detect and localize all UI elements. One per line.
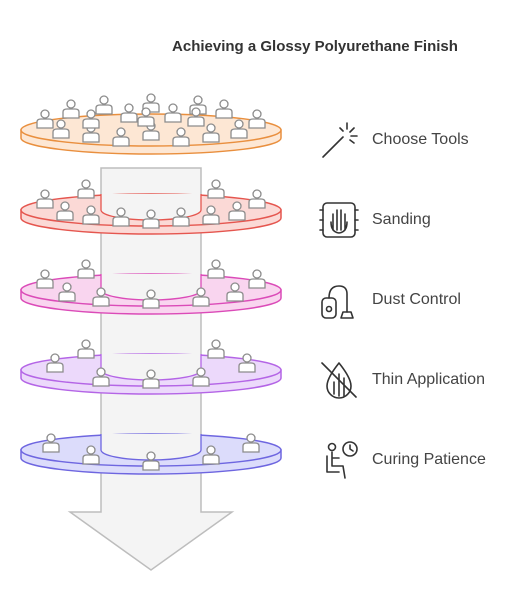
person-icon [120, 103, 138, 123]
step-label: Thin Application [372, 371, 485, 388]
person-icon [56, 201, 74, 221]
person-icon [192, 367, 210, 387]
person-icon [36, 109, 54, 129]
person-icon [202, 123, 220, 143]
step-dust-control: Dust Control [316, 278, 461, 322]
person-icon [95, 95, 113, 115]
person-icon [202, 445, 220, 465]
person-icon [36, 269, 54, 289]
person-icon [58, 282, 76, 302]
person-icon [248, 269, 266, 289]
diagram-title: Achieving a Glossy Polyurethane Finish [172, 38, 458, 55]
person-icon [142, 451, 160, 471]
person-icon [82, 205, 100, 225]
step-label: Dust Control [372, 291, 461, 308]
step-label: Curing Patience [372, 451, 486, 468]
disc-layer [20, 259, 282, 315]
step-label: Choose Tools [372, 131, 469, 148]
person-icon [164, 103, 182, 123]
person-icon [42, 433, 60, 453]
person-icon [52, 119, 70, 139]
step-label: Sanding [372, 211, 431, 228]
person-icon [112, 127, 130, 147]
person-icon [238, 353, 256, 373]
no-drop-icon [316, 358, 362, 402]
person-icon [62, 99, 80, 119]
person-icon [92, 367, 110, 387]
person-icon [192, 287, 210, 307]
person-icon [77, 259, 95, 279]
step-curing-patience: Curing Patience [316, 438, 486, 482]
person-icon [77, 339, 95, 359]
step-sanding: Sanding [316, 198, 431, 242]
person-icon [46, 353, 64, 373]
disc-layer [20, 179, 282, 235]
person-icon [92, 287, 110, 307]
step-thin-application: Thin Application [316, 358, 485, 402]
vacuum-cleaner-icon [316, 278, 362, 322]
person-icon [187, 107, 205, 127]
disc-layer [20, 93, 282, 155]
person-icon [36, 189, 54, 209]
person-icon [207, 259, 225, 279]
step-choose-tools: Choose Tools [316, 118, 469, 162]
magic-wand-icon [316, 118, 362, 162]
disc-layer [20, 433, 282, 475]
person-icon [248, 109, 266, 129]
person-icon [207, 339, 225, 359]
person-icon [228, 201, 246, 221]
person-icon [142, 289, 160, 309]
person-icon [77, 179, 95, 199]
person-icon [137, 107, 155, 127]
person-icon [172, 207, 190, 227]
person-icon [230, 119, 248, 139]
disc-layer [20, 339, 282, 395]
person-icon [202, 205, 220, 225]
person-icon [242, 433, 260, 453]
person-icon [215, 99, 233, 119]
person-icon [248, 189, 266, 209]
person-icon [142, 369, 160, 389]
person-icon [226, 282, 244, 302]
person-icon [207, 179, 225, 199]
person-icon [112, 207, 130, 227]
person-icon [172, 127, 190, 147]
person-icon [82, 109, 100, 129]
person-icon [82, 445, 100, 465]
sanding-hand-icon [316, 198, 362, 242]
waiting-clock-icon [316, 438, 362, 482]
person-icon [142, 209, 160, 229]
